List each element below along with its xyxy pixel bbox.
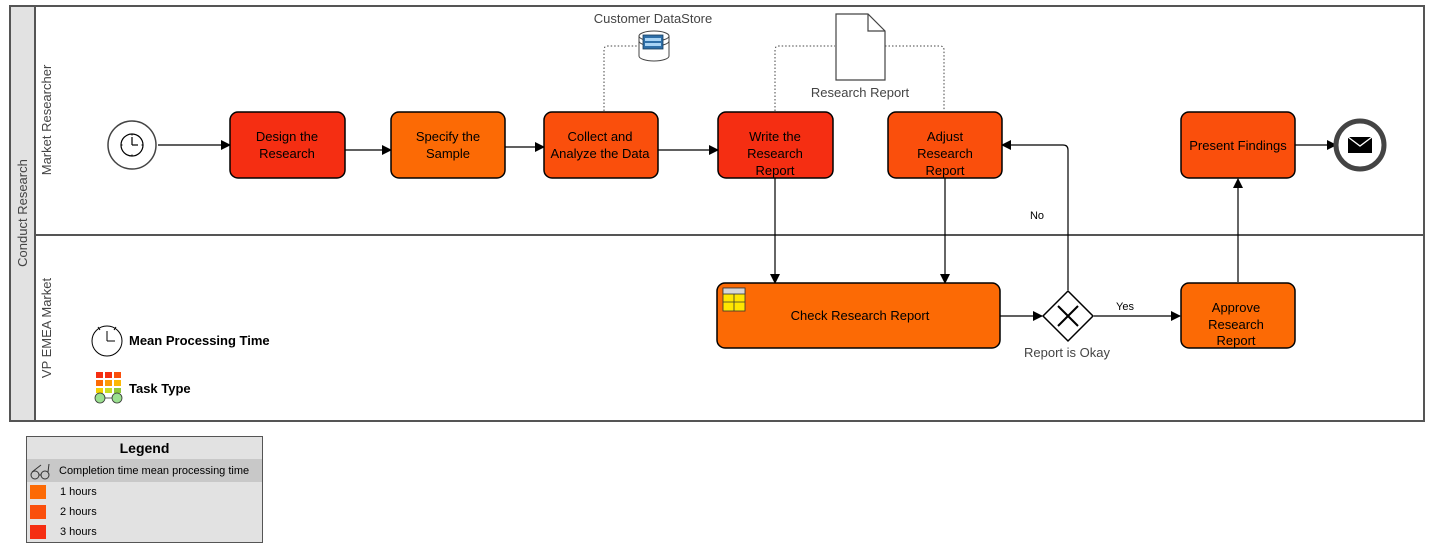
task-design-the-research[interactable]: Design the Research	[229, 111, 346, 179]
timer-start-event-icon	[120, 133, 144, 157]
flow-gateway-no	[1001, 140, 1069, 290]
sequence-flows	[158, 140, 1337, 321]
data-associations	[603, 45, 945, 111]
start-event[interactable]	[107, 120, 157, 170]
customer-datastore[interactable]: Customer DataStore	[594, 11, 713, 62]
task-collect-and-analyze[interactable]: Collect and Analyze the Data	[543, 111, 659, 179]
overlay-key: Mean Processing Time Task Type	[91, 325, 270, 404]
user-task-table-icon	[722, 287, 746, 312]
task-present-findings[interactable]: Present Findings	[1180, 111, 1296, 179]
legend-swatch	[30, 505, 46, 519]
legend-item-label: 2 hours	[60, 506, 97, 518]
pool-label: Conduct Research	[15, 159, 30, 267]
task-label: Write the	[749, 129, 801, 144]
task-label: Analyze the Data	[550, 146, 650, 161]
lane-label-market-researcher: Market Researcher	[39, 64, 54, 175]
legend: Legend Completion time mean processing t…	[26, 436, 263, 543]
task-label: Research	[747, 146, 803, 161]
datastore-label: Customer DataStore	[594, 11, 713, 26]
task-check-research-report[interactable]: Check Research Report	[716, 282, 1001, 349]
legend-swatch	[30, 525, 46, 539]
task-label: Report	[755, 163, 794, 178]
task-label: Collect and	[567, 129, 632, 144]
task-label: Specify the	[416, 129, 480, 144]
task-approve-research-report[interactable]: Approve Research Report	[1180, 282, 1296, 349]
association-write-to-report	[774, 45, 835, 111]
task-label: Check Research Report	[791, 308, 930, 323]
gateway-label: Report is Okay	[1024, 345, 1110, 360]
end-event[interactable]	[1333, 118, 1387, 172]
task-label: Sample	[426, 146, 470, 161]
flow-label-yes: Yes	[1116, 301, 1134, 313]
legend-item: 3 hours	[27, 522, 262, 542]
pool-header	[9, 5, 36, 422]
task-adjust-research-report[interactable]: Adjust Research Report	[887, 111, 1003, 179]
mean-processing-time-label: Mean Processing Time	[129, 333, 270, 348]
task-label: Report	[1216, 333, 1255, 348]
task-label: Report	[925, 163, 964, 178]
research-report-data-object[interactable]: Research Report	[811, 13, 910, 100]
gateway-report-is-okay[interactable]: Report is Okay	[1024, 289, 1110, 360]
task-specify-the-sample[interactable]: Specify the Sample	[390, 111, 506, 179]
flow-label-no: No	[1030, 210, 1044, 222]
legend-item-label: 3 hours	[60, 526, 97, 538]
message-end-event-icon	[1347, 136, 1373, 153]
task-label: Research	[259, 146, 315, 161]
legend-header-row: Completion time mean processing time	[27, 459, 262, 482]
task-type-icon	[94, 372, 123, 404]
task-label: Research	[917, 146, 973, 161]
association-collect-to-store	[603, 45, 638, 111]
task-label: Research	[1208, 317, 1264, 332]
legend-item: 2 hours	[27, 502, 262, 522]
data-object-label: Research Report	[811, 85, 910, 100]
legend-header-label: Completion time mean processing time	[59, 464, 250, 477]
legend-title: Legend	[119, 440, 170, 456]
legend-swatch	[30, 485, 46, 499]
task-label: Approve	[1212, 300, 1260, 315]
task-type-label: Task Type	[129, 381, 191, 396]
legend-item: 1 hours	[27, 482, 262, 502]
task-label: Design the	[256, 129, 318, 144]
database-icon	[638, 30, 670, 62]
task-write-the-research-report[interactable]: Write the Research Report	[717, 111, 834, 179]
stopwatch-icon	[91, 325, 123, 357]
task-label: Adjust	[927, 129, 964, 144]
glasses-icon	[30, 463, 50, 479]
task-label: Present Findings	[1189, 138, 1287, 153]
document-icon	[835, 13, 886, 81]
pool: Conduct Research Market Researcher VP EM…	[9, 5, 1425, 422]
lane-label-vp-emea-market: VP EMEA Market	[39, 278, 54, 379]
legend-item-label: 1 hours	[60, 486, 97, 498]
